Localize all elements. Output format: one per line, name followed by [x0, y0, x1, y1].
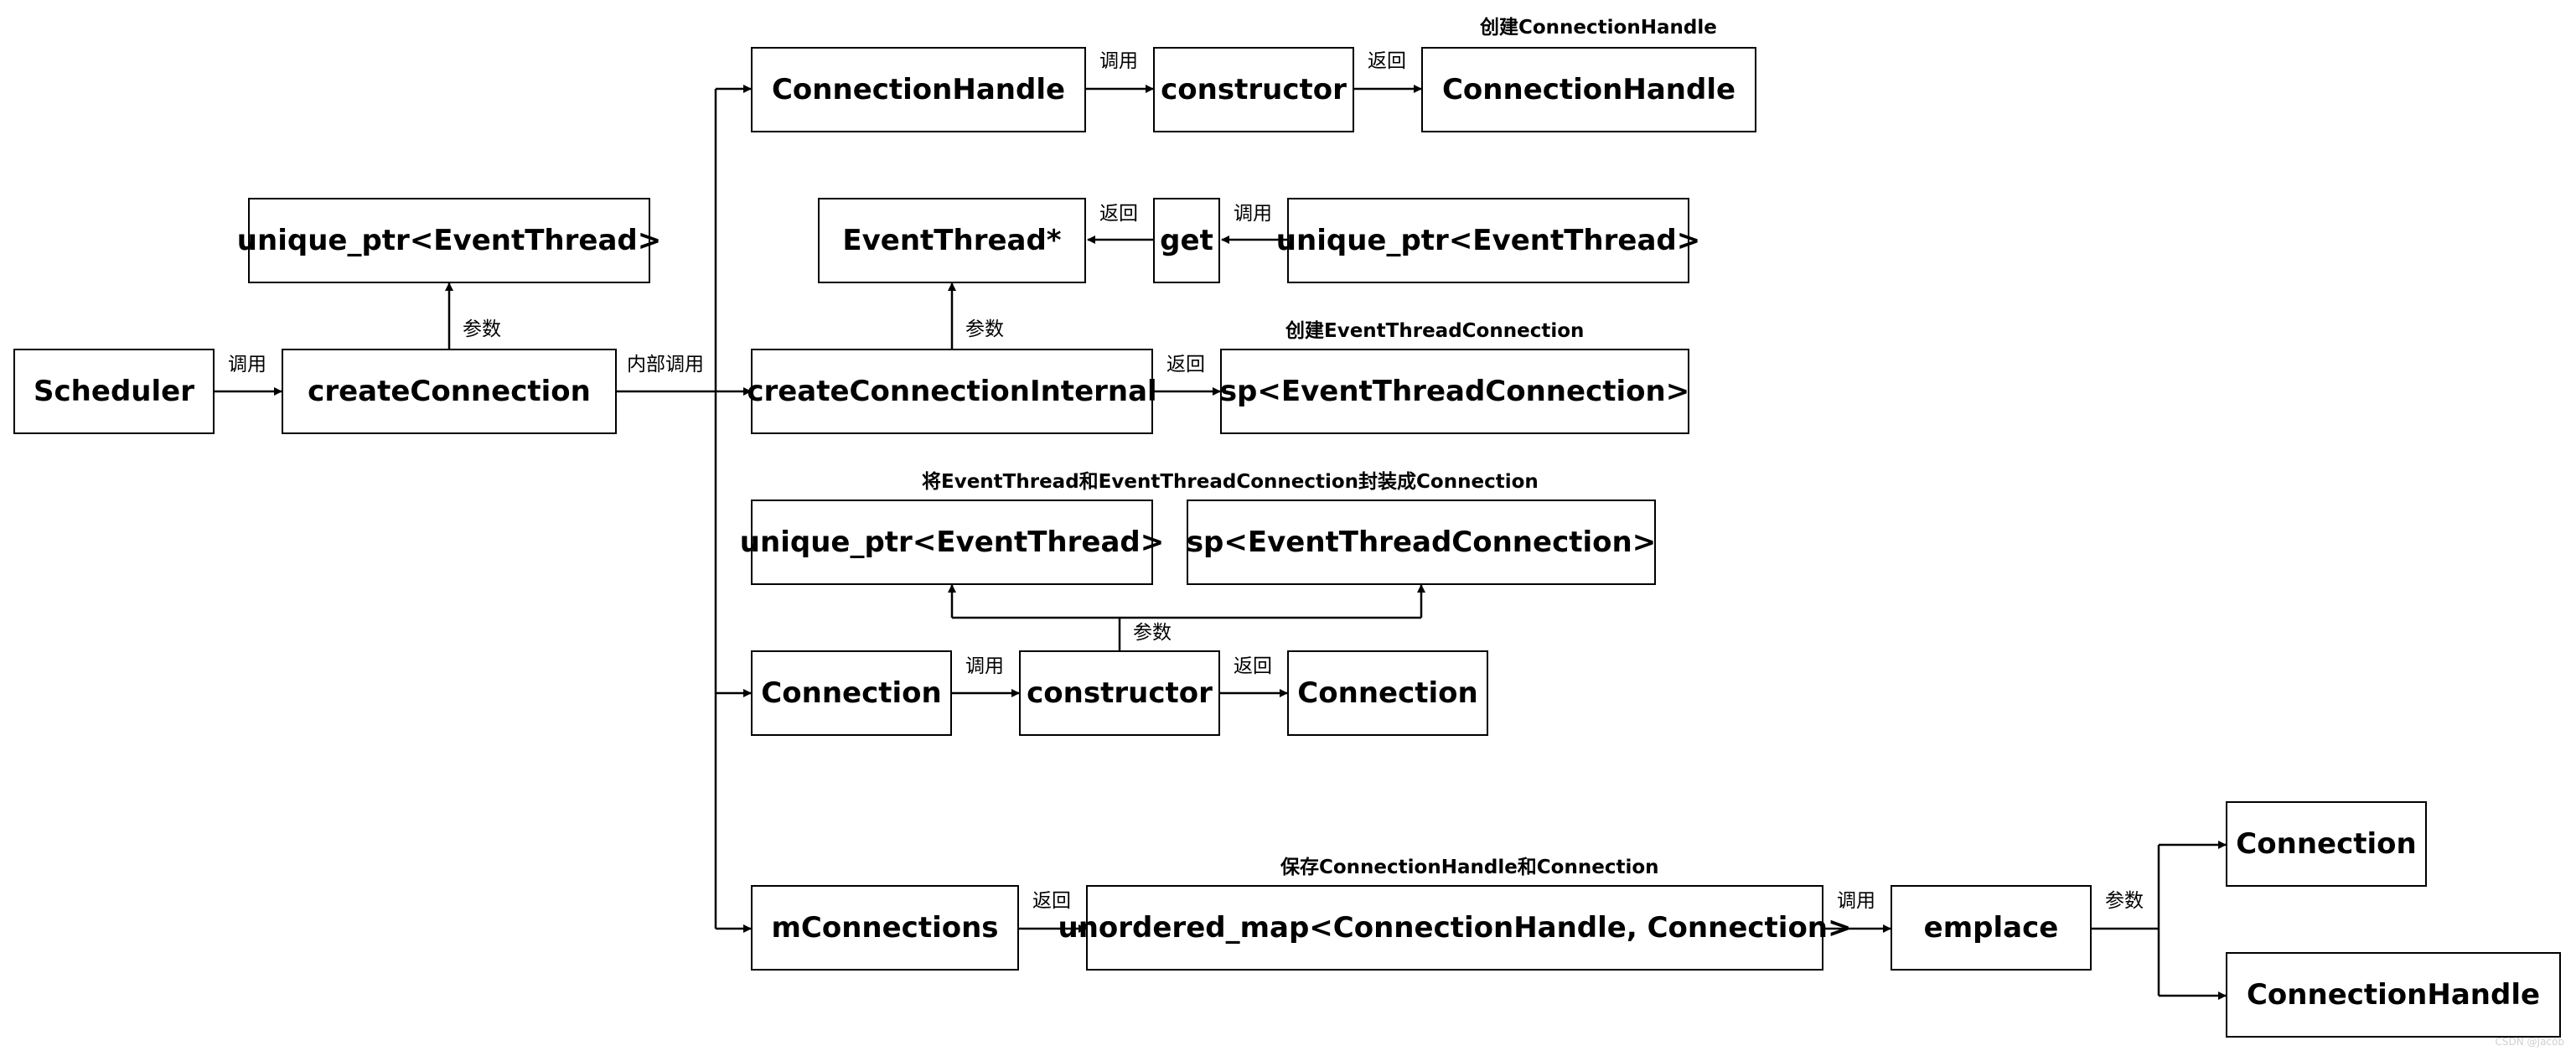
node-emplace: emplace	[1891, 885, 2092, 971]
label-param-top: 参数	[463, 318, 501, 340]
node-connection-1: Connection	[751, 650, 952, 736]
label-return-ch: 返回	[1368, 50, 1406, 72]
node-unique-ptr-top: unique_ptr<EventThread>	[237, 198, 661, 283]
label-return-get: 返回	[1099, 203, 1138, 225]
node-get: get	[1153, 198, 1220, 283]
label-call-get: 调用	[1234, 203, 1272, 225]
node-sp-connection-1: sp<EventThreadConnection>	[1220, 349, 1689, 434]
label-return-conn: 返回	[1234, 655, 1272, 677]
node-create-connection-internal: createConnectionInternal	[747, 349, 1157, 434]
label-call-scheduler: 调用	[228, 354, 266, 375]
node-sp-connection-2: sp<EventThreadConnection>	[1187, 500, 1656, 585]
node-connection-handle-1: ConnectionHandle	[751, 47, 1086, 132]
label-internal-call: 内部调用	[627, 354, 704, 375]
label-save-title: 保存ConnectionHandle和Connection	[1280, 857, 1659, 878]
label-create-ch: 创建ConnectionHandle	[1480, 17, 1717, 39]
node-m-connections: mConnections	[751, 885, 1019, 971]
label-param-emplace: 参数	[2105, 890, 2144, 912]
label-wrap-title: 将EventThread和EventThreadConnection封装成Con…	[922, 471, 1539, 493]
node-event-thread-ptr: EventThread*	[818, 198, 1086, 283]
node-connection-3: Connection	[2226, 801, 2427, 887]
node-constructor-2: constructor	[1019, 650, 1220, 736]
node-connection-handle-2: ConnectionHandle	[1421, 47, 1756, 132]
node-scheduler: Scheduler	[13, 349, 215, 434]
node-unique-ptr-mid: unique_ptr<EventThread>	[740, 500, 1164, 585]
node-create-connection: createConnection	[282, 349, 617, 434]
node-constructor-1: constructor	[1153, 47, 1354, 132]
label-create-etc: 创建EventThreadConnection	[1285, 320, 1585, 342]
node-unordered-map: unordered_map<ConnectionHandle, Connecti…	[1058, 885, 1852, 971]
label-return-map: 返回	[1032, 890, 1071, 912]
label-param-internal: 参数	[965, 318, 1004, 340]
watermark: CSDN @Jacob	[2495, 1036, 2564, 1048]
label-call-conn: 调用	[965, 655, 1004, 677]
node-connection-2: Connection	[1287, 650, 1488, 736]
label-call-emplace: 调用	[1837, 890, 1875, 912]
node-unique-ptr-get: unique_ptr<EventThread>	[1276, 198, 1700, 283]
label-call-ch: 调用	[1099, 50, 1138, 72]
node-connection-handle-3: ConnectionHandle	[2226, 952, 2561, 1038]
label-return-internal: 返回	[1166, 354, 1205, 375]
label-param-ctor: 参数	[1133, 622, 1172, 644]
